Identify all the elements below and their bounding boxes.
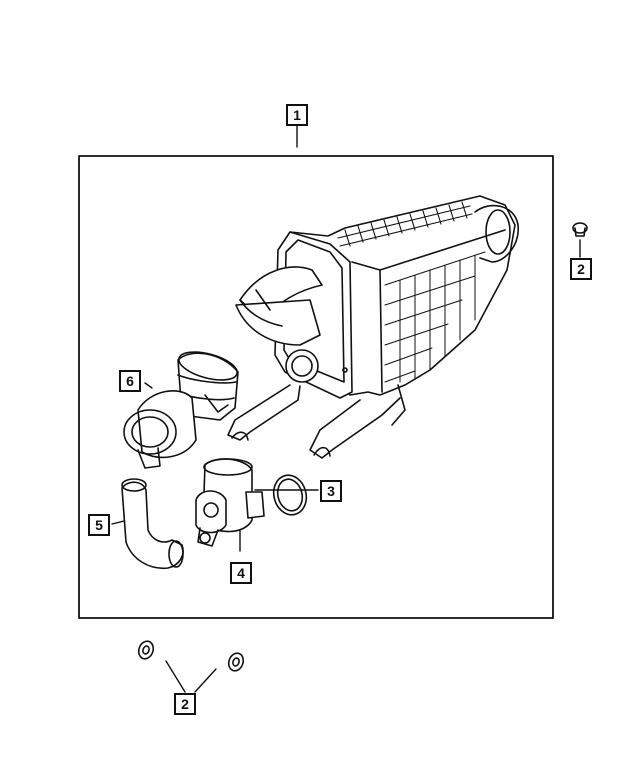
part-6-filter: [123, 351, 239, 469]
vapor-canister: [227, 195, 519, 459]
part-2-washers-bottom: [137, 640, 245, 672]
callout-4: 4: [230, 562, 252, 584]
assembly-frame: [78, 155, 554, 619]
callout-3: 3: [320, 480, 342, 502]
part-5-hose: [121, 478, 184, 569]
part-2-washer-top: [572, 222, 588, 237]
callout-1: 1: [286, 104, 308, 126]
part-4-valve: [195, 458, 265, 547]
callout-2-top: 2: [570, 258, 592, 280]
callout-6: 6: [119, 370, 141, 392]
part-3-seal: [272, 474, 308, 516]
callout-5: 5: [88, 514, 110, 536]
callout-2-bottom: 2: [174, 693, 196, 715]
